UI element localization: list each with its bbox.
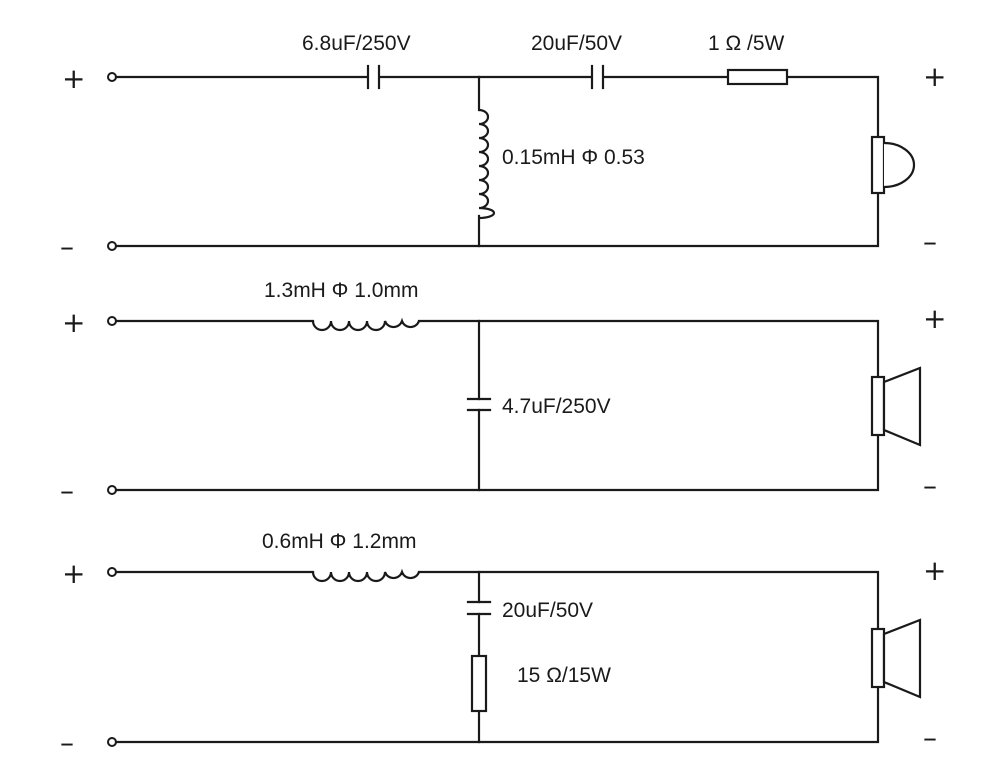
inductor-1-3mh-label: 1.3mH Φ 1.0mm <box>264 279 418 302</box>
resistor-15-ohm-label: 15 Ω/15W <box>517 664 611 687</box>
capacitor-4-7uf <box>466 397 492 412</box>
capacitor-20uf <box>466 600 492 616</box>
bottom-rail-wire <box>114 685 880 744</box>
top-rail-wire <box>114 570 880 631</box>
input-minus-sign: – <box>60 230 74 263</box>
bottom-rail-wire <box>114 191 880 248</box>
inductor-0-15mh <box>478 108 496 220</box>
inductor-0-15mh-label: 0.15mH Φ 0.53 <box>502 146 645 169</box>
resistor-1-ohm-label: 1 Ω /5W <box>708 32 785 55</box>
capacitor-4-7uf-label: 4.7uF/250V <box>502 395 611 418</box>
input-terminal-positive <box>107 316 117 326</box>
resistor-1-ohm <box>726 68 789 86</box>
capacitor-20uf-label: 20uF/50V <box>531 32 622 55</box>
midrange-plus-sign: + <box>923 302 946 335</box>
input-plus-sign: + <box>62 557 85 590</box>
capacitor-20uf <box>590 64 605 90</box>
capacitor-20uf-label: 20uF/50V <box>502 599 593 622</box>
tweeter-speaker-symbol <box>870 135 916 195</box>
input-plus-sign: + <box>62 306 85 339</box>
woofer-minus-sign: – <box>923 721 937 754</box>
tweeter-plus-sign: + <box>923 60 946 93</box>
midrange-minus-sign: – <box>923 469 937 502</box>
woofer-speaker-symbol <box>870 618 922 699</box>
inductor-1-3mh <box>311 317 421 332</box>
input-terminal-negative <box>107 737 117 747</box>
inductor-0-6mh-label: 0.6mH Φ 1.2mm <box>262 530 416 553</box>
input-minus-sign: – <box>60 726 74 759</box>
tweeter-minus-sign: – <box>923 225 937 258</box>
top-rail-wire <box>114 319 880 379</box>
resistor-15-ohm <box>470 654 488 713</box>
input-terminal-positive <box>107 567 117 577</box>
input-terminal-positive <box>107 72 117 82</box>
input-terminal-negative <box>107 485 117 495</box>
capacitor-6-8uf <box>366 64 381 90</box>
mid-section: + – 1.3mH Φ 1.0mm 4.7uF/250V + – <box>60 279 946 507</box>
tweeter-section: + – 6.8uF/250V 20uF/50V 1 Ω /5W 0.15mH Φ… <box>60 32 946 263</box>
woofer-section: + – 0.6mH Φ 1.2mm 20uF/50V 15 Ω/15W + – <box>60 530 946 759</box>
midrange-speaker-symbol <box>870 366 922 447</box>
top-rail-wire <box>114 75 880 139</box>
woofer-plus-sign: + <box>923 554 946 587</box>
capacitor-6-8uf-label: 6.8uF/250V <box>302 32 411 55</box>
input-plus-sign: + <box>62 62 85 95</box>
inductor-0-6mh <box>311 568 421 583</box>
bottom-rail-wire <box>114 433 880 492</box>
input-minus-sign: – <box>60 474 74 507</box>
input-terminal-negative <box>107 241 117 251</box>
